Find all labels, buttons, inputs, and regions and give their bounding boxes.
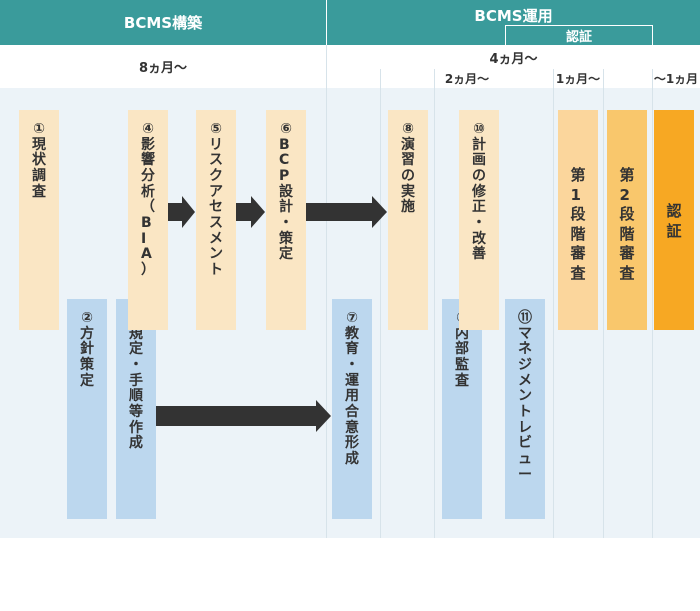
header-cert-label: 認証: [565, 30, 592, 45]
step-box: ② 方針策定: [67, 299, 107, 519]
flow-arrow: [236, 196, 265, 228]
step-box: ① 現状調査: [19, 110, 59, 330]
header-ops-label: BCMS運用: [474, 7, 553, 25]
duration-phase-2m: 2ヵ月〜: [444, 72, 490, 86]
flow-arrow: [156, 400, 331, 432]
duration-phase-cert: 〜1ヵ月: [653, 72, 699, 86]
column-divider: [434, 69, 435, 538]
header-cert-bracket: 認証: [505, 25, 653, 45]
step-label: 内部監査: [455, 325, 469, 389]
step-label: 教育・運用合意形成: [345, 325, 359, 468]
step-number: ⑧: [402, 121, 414, 137]
step-number: ⑥: [280, 121, 292, 137]
stage-label: 認証: [666, 202, 682, 240]
step-label: 現状調査: [32, 136, 46, 200]
header-build-label: BCMS構築: [123, 14, 203, 32]
header-bcms-ops: BCMS運用 認証: [327, 0, 700, 45]
column-divider: [652, 69, 653, 538]
step-label: 規定・手順等作成: [129, 325, 143, 452]
step-box: ⑦ 教育・運用合意形成: [332, 299, 372, 519]
stage-box-certification: 認証: [654, 110, 694, 330]
step-label: マネジメントレビュー: [518, 325, 532, 483]
step-label: 計画の修正・改善: [472, 136, 486, 263]
column-divider: [380, 69, 381, 538]
step-box: ⑧ 演習の実施: [388, 110, 428, 330]
duration-build: 8ヵ月〜: [138, 61, 188, 76]
duration-phase-1m: 1ヵ月〜: [555, 72, 601, 86]
step-box: ⑤ リスクアセスメント: [196, 110, 236, 330]
step-number: ⑤: [210, 121, 222, 137]
step-label: 方針策定: [80, 325, 94, 389]
duration-ops: 4ヵ月〜: [489, 51, 538, 67]
step-number: ⑦: [346, 310, 358, 326]
header-bcms-build: BCMS構築: [0, 0, 326, 45]
step-box: ⑪ マネジメントレビュー: [505, 299, 545, 519]
step-box: ⑩ 計画の修正・改善: [459, 110, 499, 330]
column-divider: [603, 69, 604, 538]
step-number: ⑪: [518, 310, 532, 326]
step-label: 演習の実施: [401, 136, 415, 216]
flow-arrow: [306, 196, 387, 228]
step-number: ①: [33, 121, 45, 137]
flow-arrow: [168, 196, 195, 228]
column-divider: [553, 69, 554, 538]
step-number: ④: [142, 121, 154, 137]
step-number: ⑩: [473, 121, 485, 137]
step-number: ②: [81, 310, 93, 326]
step-label: リスクアセスメント: [209, 136, 223, 279]
column-divider: [326, 45, 327, 538]
